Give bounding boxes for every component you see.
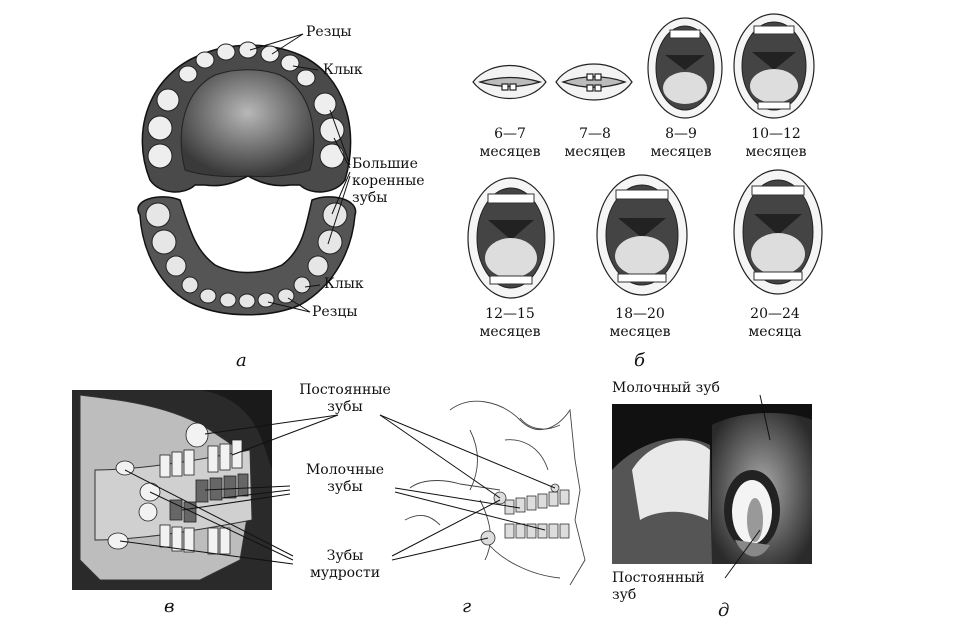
stage-age-5: 12—15 [485,306,535,322]
stage-unit-5: месяцев [479,324,541,340]
label-milk-teeth-line2: зубы [327,479,363,495]
panel-a-leaders [249,33,351,313]
label-molars-line3: зубы [352,190,388,206]
label-permanent-teeth-line1: Постоянные [299,382,391,398]
mouth-open-4 [733,13,815,119]
label-incisors-top: Резцы [306,24,352,40]
stage-unit-7: месяца [748,324,802,340]
mouth-open-6 [596,174,688,296]
label-wisdom-teeth-line2: мудрости [309,565,381,581]
panel-letter-d: д [718,600,730,621]
label-milk-tooth: Молочный зуб [612,380,720,396]
label-permanent-teeth-line2: зубы [327,399,363,415]
mouth-open-7 [733,169,823,295]
stage-unit-6: месяцев [609,324,671,340]
label-molars-line1: Большие [352,156,418,172]
panel-letter-a: а [236,350,247,371]
label-molars-line2: коренные [352,173,425,189]
label-incisors-bottom: Резцы [312,304,358,320]
mouth-closed-1 [472,64,547,100]
label-canine-top: Клык [323,62,363,78]
upper-teeth [147,41,345,169]
label-milk-teeth-line1: Молочные [305,462,385,478]
mouth-closed-2 [555,63,633,101]
label-permanent-tooth-line2: зуб [612,587,637,603]
stage-age-4: 10—12 [751,126,801,142]
stage-age-1: 6—7 [494,126,526,142]
stage-age-3: 8—9 [665,126,697,142]
stage-unit-2: месяцев [564,144,626,160]
stage-age-7: 20—24 [750,306,800,322]
stage-age-6: 18—20 [615,306,665,322]
label-wisdom-teeth-line1: Зубы [326,548,364,564]
panel-letter-g: г [462,596,472,617]
panel-letter-v: в [164,596,175,617]
label-canine-bottom: Клык [324,276,364,292]
stage-unit-1: месяцев [479,144,541,160]
mouth-open-3 [647,17,723,119]
stage-age-2: 7—8 [579,126,611,142]
mouth-open-5 [467,177,555,299]
stage-unit-3: месяцев [650,144,712,160]
stage-unit-4: месяцев [745,144,807,160]
label-permanent-tooth-line1: Постоянный [612,570,705,586]
panel-letter-b: б [634,350,645,371]
panel-d-leaders [724,394,771,579]
panel-vg-leaders [119,414,556,565]
